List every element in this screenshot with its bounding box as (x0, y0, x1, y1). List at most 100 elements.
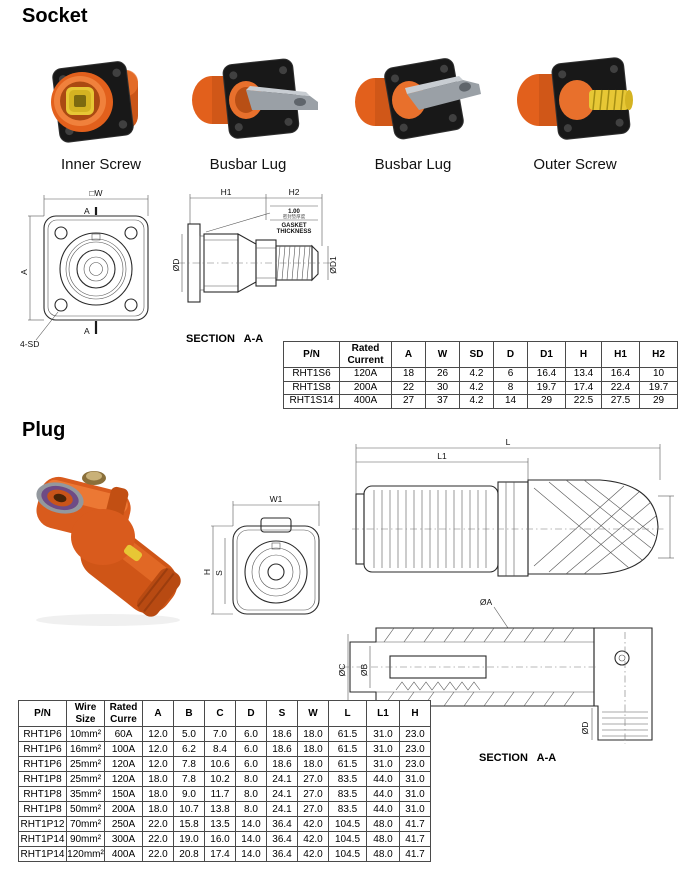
table-cell: 120A (339, 367, 392, 382)
table-cell: 6 (493, 367, 528, 382)
column-header: A (391, 341, 426, 368)
table-cell: RHT1P12 (18, 816, 67, 832)
table-cell: RHT1P8 (18, 786, 67, 802)
table-cell: 19.7 (527, 380, 566, 395)
gasket-thickness-value: 1.00 (288, 209, 300, 215)
gasket-note-line2: THICKNESS (277, 229, 312, 235)
table-cell: 6.0 (235, 726, 267, 742)
column-header: Rated Curre (104, 700, 143, 727)
table-cell: 22.0 (142, 831, 174, 847)
column-header: B (173, 700, 205, 727)
table-cell: 16mm² (66, 741, 105, 757)
socket-photo-outer-screw (505, 50, 655, 152)
table-cell: 31.0 (399, 801, 431, 817)
socket-photo-busbar-lug-2 (345, 50, 490, 152)
dim-label-s: S (214, 570, 224, 576)
table-cell: 83.5 (328, 786, 367, 802)
table-cell: 12.0 (142, 756, 174, 772)
table-cell: RHT1P6 (18, 726, 67, 742)
table-cell: 13.4 (565, 367, 602, 382)
plug-front-view-drawing: W1 H S (203, 490, 348, 635)
section-marker-top: A (84, 206, 90, 216)
table-cell: RHT1P8 (18, 801, 67, 817)
column-header: P/N (283, 341, 340, 368)
table-cell: 400A (104, 846, 143, 862)
product-label-inner-screw: Inner Screw (60, 156, 142, 173)
table-cell: 16.0 (204, 831, 236, 847)
table-cell: 22.0 (142, 846, 174, 862)
table-cell: 36.4 (266, 831, 298, 847)
table-cell: 4.2 (459, 394, 494, 409)
table-cell: 61.5 (328, 726, 367, 742)
dim-label-a: A (19, 269, 29, 275)
table-cell: 14.0 (235, 816, 267, 832)
table-cell: 10mm² (66, 726, 105, 742)
dim-label-dia-b: ØB (359, 664, 369, 677)
table-cell: 83.5 (328, 771, 367, 787)
table-cell: 61.5 (328, 756, 367, 772)
socket-section-caption: SECTION A-A (186, 333, 264, 345)
table-cell: 50mm² (66, 801, 105, 817)
column-header: H2 (639, 341, 678, 368)
table-cell: 18.6 (266, 741, 298, 757)
table-cell: 8.0 (235, 771, 267, 787)
table-cell: 8.4 (204, 741, 236, 757)
table-cell: 18.0 (142, 786, 174, 802)
table-cell: 36.4 (266, 816, 298, 832)
table-cell: RHT1S8 (283, 380, 340, 395)
dim-label-l1: L1 (437, 451, 447, 461)
table-cell: 14 (493, 394, 528, 409)
table-cell: 90mm² (66, 831, 105, 847)
gasket-note-cn: 密封垫厚度 (283, 213, 306, 220)
table-cell: 19.7 (639, 380, 678, 395)
table-cell: 300A (104, 831, 143, 847)
dim-label-h1: H1 (221, 187, 232, 197)
table-cell: 16.4 (527, 367, 566, 382)
socket-section-heading: Socket (22, 5, 88, 27)
table-cell: 42.0 (297, 846, 329, 862)
table-cell: 42.0 (297, 816, 329, 832)
table-cell: 4.2 (459, 367, 494, 382)
table-cell: 27.0 (297, 771, 329, 787)
table-cell: 10 (639, 367, 678, 382)
table-cell: 8 (493, 380, 528, 395)
table-cell: 44.0 (366, 801, 400, 817)
outer-screw-connector-image (517, 57, 633, 140)
socket-photo-busbar-lug-1 (180, 50, 325, 152)
column-header: W (297, 700, 329, 727)
table-cell: 9.0 (173, 786, 205, 802)
table-cell: 31.0 (399, 771, 431, 787)
table-cell: 250A (104, 816, 143, 832)
dim-label-l: L (506, 437, 511, 447)
column-header: H1 (601, 341, 640, 368)
table-cell: 5.0 (173, 726, 205, 742)
column-header: W (425, 341, 460, 368)
table-cell: 8.0 (235, 801, 267, 817)
table-cell: 48.0 (366, 846, 400, 862)
dim-label-w1: W1 (270, 494, 283, 504)
dim-label-h2: H2 (289, 187, 300, 197)
table-cell: 41.7 (399, 846, 431, 862)
dim-label-h: H (203, 569, 212, 575)
table-cell: 25mm² (66, 771, 105, 787)
table-cell: 18.6 (266, 756, 298, 772)
table-cell: 18 (391, 367, 426, 382)
table-cell: 7.0 (204, 726, 236, 742)
column-header: A (142, 700, 174, 727)
table-cell: 4.2 (459, 380, 494, 395)
table-cell: 60A (104, 726, 143, 742)
table-cell: 48.0 (366, 831, 400, 847)
table-cell: 44.0 (366, 771, 400, 787)
plug-section-caption: SECTION A-A (479, 752, 557, 764)
table-cell: 41.7 (399, 831, 431, 847)
dim-label-d1: ØD1 (328, 256, 338, 274)
dim-label-dia-a: ØA (480, 597, 493, 607)
table-cell: 18.6 (266, 726, 298, 742)
